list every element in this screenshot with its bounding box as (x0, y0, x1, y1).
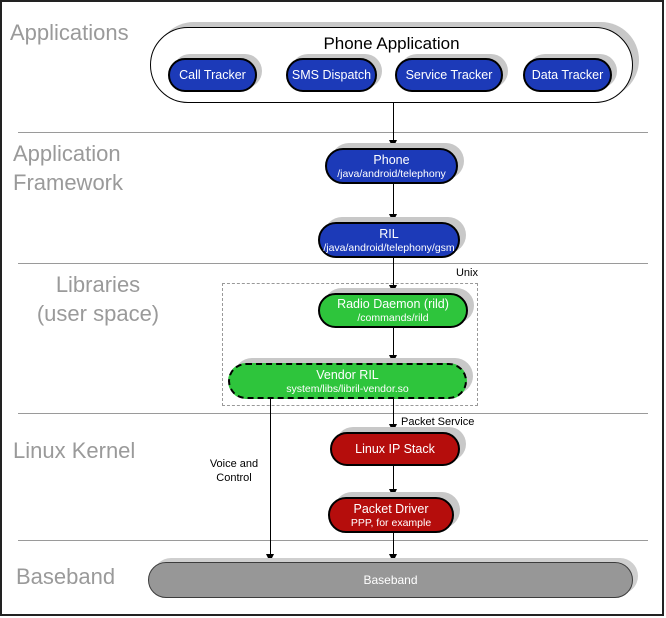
packet-driver-node: Packet Driver PPP, for example (328, 497, 454, 533)
node-title: Vendor RIL (316, 367, 379, 382)
node-subtitle: system/libs/libril-vendor.so (286, 382, 409, 395)
call-tracker-node: Call Tracker (168, 58, 257, 92)
node-title: Linux IP Stack (355, 441, 435, 456)
section-label-baseband: Baseband (16, 562, 115, 591)
arrowhead-icon (389, 424, 397, 432)
arrow-packet-driver-to-baseband (393, 533, 394, 554)
arrow-ip-stack-to-packet-driver (393, 466, 394, 489)
node-subtitle: /java/android/telephony (337, 167, 446, 180)
node-subtitle: PPP, for example (350, 516, 432, 529)
divider-libraries-kernel (18, 413, 648, 414)
node-subtitle: /commands/rild (357, 312, 429, 324)
service-tracker-node: Service Tracker (395, 58, 503, 92)
data-tracker-node: Data Tracker (523, 58, 612, 92)
baseband-node: Baseband (148, 562, 633, 598)
section-label-linux-kernel: Linux Kernel (13, 436, 135, 465)
section-label-application-framework: Application Framework (13, 139, 123, 197)
packet-service-label: Packet Service (401, 416, 475, 428)
phone-application-title: Phone Application (323, 34, 460, 53)
arrowhead-icon (389, 285, 397, 293)
arrowhead-icon (389, 489, 397, 497)
divider-kernel-baseband (18, 540, 648, 541)
section-label-applications: Applications (10, 18, 129, 47)
sms-dispatch-node: SMS Dispatch (286, 58, 377, 92)
section-label-line: Linux Kernel (13, 438, 136, 463)
section-label-line: Framework (13, 170, 124, 195)
node-subtitle: /java/android/telephony/gsm (323, 241, 455, 254)
arrow-radio-daemon-to-vendor-ril (393, 328, 394, 355)
arrowhead-icon (389, 355, 397, 363)
node-title: Phone (373, 152, 410, 167)
ril-node: RIL /java/android/telephony/gsm (318, 222, 460, 258)
voice-control-line: Voice and (209, 458, 259, 470)
phone-node: Phone /java/android/telephony (325, 148, 458, 184)
section-label-line: Libraries (55, 272, 141, 297)
divider-applications-framework (18, 132, 648, 133)
section-label-line: Baseband (16, 564, 116, 589)
node-title: Packet Driver (353, 501, 429, 516)
voice-and-control-label: Voice and Control (203, 457, 265, 485)
unix-boundary-box (222, 283, 478, 406)
section-label-libraries-user-space: Libraries (user space) (6, 270, 190, 328)
arrow-phone-to-ril (393, 184, 394, 214)
arrowhead-icon (389, 554, 397, 562)
arrowhead-icon (389, 214, 397, 222)
section-label-line: Applications (10, 20, 129, 45)
arrow-vendor-ril-to-baseband-voice (270, 398, 271, 554)
node-title: Baseband (363, 572, 418, 587)
arrow-vendor-ril-to-ip-stack (393, 399, 394, 424)
arrowhead-icon (266, 554, 274, 562)
node-title: RIL (379, 226, 399, 241)
section-label-line: (user space) (36, 301, 160, 326)
arrow-ril-to-radio-daemon (393, 258, 394, 285)
node-title: Radio Daemon (rild) (337, 297, 449, 311)
voice-control-line: Control (216, 472, 252, 484)
linux-ip-stack-node: Linux IP Stack (330, 432, 460, 466)
section-label-line: Application (13, 141, 121, 166)
radio-daemon-node: Radio Daemon (rild) /commands/rild (318, 293, 468, 328)
vendor-ril-node: Vendor RIL system/libs/libril-vendor.so (228, 363, 467, 399)
arrow-phoneapp-to-phone (393, 103, 394, 140)
divider-framework-libraries (18, 263, 648, 264)
arrowhead-icon (389, 140, 397, 148)
unix-label: Unix (455, 267, 478, 279)
